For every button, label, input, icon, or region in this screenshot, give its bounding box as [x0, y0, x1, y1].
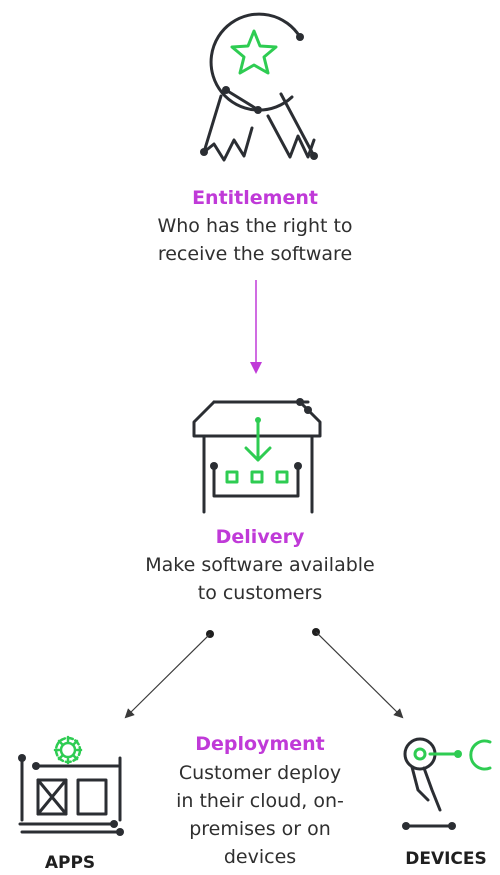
deployment-title: Deployment — [195, 733, 325, 755]
connector-delivery-apps — [124, 633, 211, 719]
devices-label: DEVICES — [405, 849, 487, 869]
deployment-description-line4: devices — [223, 846, 297, 868]
robot-arm-device-icon — [402, 737, 492, 830]
deployment-description-line3: premises or on — [189, 818, 331, 840]
package-box-download-icon — [192, 398, 322, 514]
star-icon — [230, 29, 278, 75]
delivery-title: Delivery — [215, 526, 305, 548]
entitlement-description-line2: receive the software — [157, 243, 353, 265]
award-ribbon-star-icon — [200, 12, 318, 162]
gear-icon — [53, 735, 83, 765]
delivery-description-line2: to customers — [197, 582, 323, 604]
entitlement-title: Entitlement — [192, 187, 318, 209]
entitlement-description-line1: Who has the right to — [157, 215, 353, 237]
deployment-description-line1: Customer deploy — [178, 762, 342, 784]
apps-window-gear-icon — [18, 735, 124, 836]
download-arrow-icon — [225, 417, 289, 484]
apps-label: APPS — [44, 853, 96, 873]
deployment-description-line2: in their cloud, on- — [176, 790, 344, 812]
delivery-description-line1: Make software available — [145, 554, 375, 576]
connector-delivery-devices — [315, 631, 404, 719]
